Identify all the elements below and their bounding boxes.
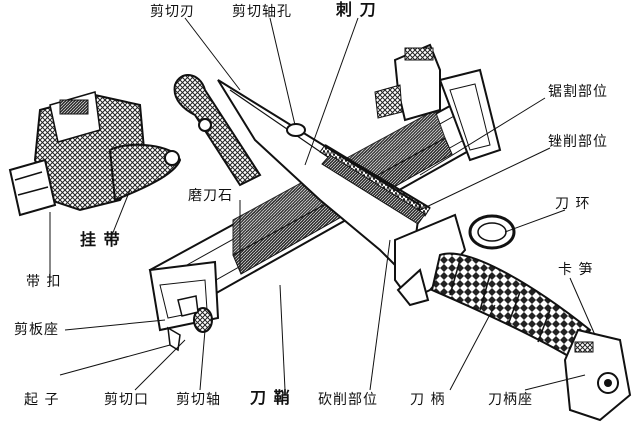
label-shear-pivot: 剪切轴 [176, 392, 221, 408]
label-shear-pivot-hole: 剪切轴孔 [232, 4, 292, 20]
crossguard [394, 213, 516, 307]
label-handle: 刀 柄 [410, 392, 446, 408]
hanger-loop [173, 74, 262, 187]
label-hanger-strap: 挂 带 [80, 230, 121, 249]
pommel [563, 328, 632, 422]
label-opener: 起 子 [24, 392, 60, 408]
label-shear-blade: 剪切刃 [150, 4, 195, 20]
label-chopping-section: 砍削部位 [318, 392, 378, 408]
label-pommel: 刀柄座 [488, 392, 533, 408]
label-file-section: 锉削部位 [548, 134, 608, 150]
bayonet-blade [217, 79, 431, 270]
label-belt-buckle: 带 扣 [26, 274, 62, 290]
label-latch: 卡 笋 [558, 262, 594, 278]
label-shear-plate-seat: 剪板座 [14, 322, 59, 338]
shear-pivot-hole [286, 123, 306, 137]
label-saw-section: 锯割部位 [548, 84, 608, 100]
belt-buckle-assembly [8, 91, 182, 217]
label-whetstone: 磨刀石 [188, 188, 233, 204]
scabbard-strap-tab [374, 43, 441, 122]
ring [468, 214, 516, 250]
label-scabbard: 刀 鞘 [250, 388, 291, 407]
label-bayonet: 刺 刀 [336, 0, 377, 19]
label-shear-notch: 剪切口 [104, 392, 149, 408]
file-section [321, 154, 426, 225]
label-ring: 刀 环 [555, 196, 591, 212]
leader-lines [49, 17, 596, 391]
shear-pivot-part [167, 295, 213, 352]
